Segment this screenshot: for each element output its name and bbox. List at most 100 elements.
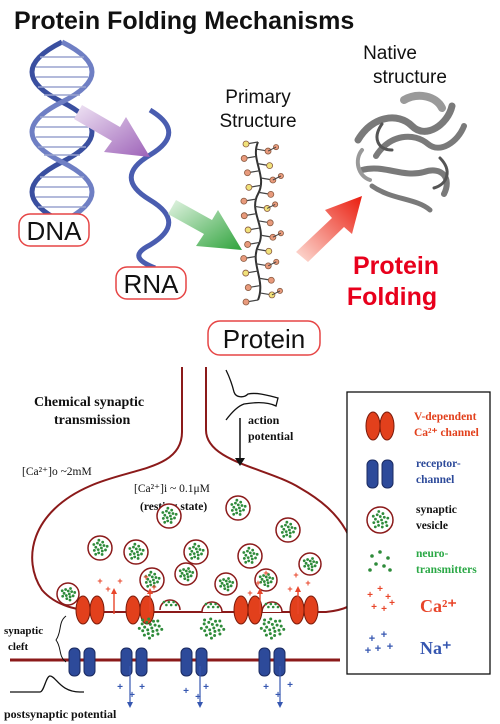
legend-receptor-line2: channel [416, 474, 454, 486]
residue-atom [240, 155, 248, 162]
dna-helix [29, 39, 95, 225]
ion-symbol: + [389, 598, 395, 609]
ion-symbol: + [129, 690, 135, 701]
residue-atom [244, 241, 252, 248]
neurotransmitter [209, 617, 213, 621]
residue-atom [266, 219, 274, 227]
neurotransmitter [272, 626, 276, 630]
neurotransmitter [141, 618, 145, 622]
synaptic-cleft-label-line1: synaptic [4, 625, 43, 637]
legend-ca-ion-icon: ++++++ [367, 584, 395, 615]
residue-atom [244, 284, 252, 291]
synaptic-vesicles [56, 495, 322, 613]
ion-symbol: + [293, 570, 298, 580]
neurotransmitter [273, 629, 277, 633]
neurotransmitter [214, 619, 218, 623]
receptor-channel [68, 647, 96, 677]
neurotransmitter [263, 618, 267, 622]
neurotransmitter [212, 626, 216, 630]
legend-neuro-line1: neuro- [416, 548, 449, 560]
neurotransmitter [202, 622, 206, 626]
dna-label-box [18, 213, 90, 247]
neurotransmitter [215, 623, 219, 627]
ca-intracellular-label: [Ca²⁺]i ~ 0.1μM [134, 483, 210, 495]
neurotransmitter [269, 636, 273, 640]
ion-symbol: + [105, 584, 110, 594]
ion-symbol: + [97, 576, 102, 586]
ion-symbol: + [117, 576, 122, 586]
neurotransmitter [274, 619, 278, 623]
fusing-vesicle [261, 601, 283, 613]
fusing-vesicle [201, 601, 223, 613]
ion-symbol: + [369, 633, 375, 645]
native-structure-label-line1: Native [363, 43, 417, 64]
fusing-vesicle [159, 599, 181, 611]
ion-symbol: + [371, 602, 377, 613]
neurotransmitter [160, 627, 164, 631]
ion-symbol: + [381, 604, 387, 615]
transcription-arrow [74, 105, 150, 157]
ion-symbol: + [247, 588, 252, 598]
synaptic-vesicle [237, 543, 263, 569]
neurotransmitter [156, 632, 160, 636]
residue-atom [244, 226, 252, 234]
ion-symbol: + [183, 686, 189, 697]
ion-symbol: + [203, 682, 209, 693]
protein-label-box [207, 320, 321, 356]
synaptic-vesicle [254, 568, 278, 592]
dna-label: DNA [27, 216, 83, 246]
protein-folding-label-line2: Folding [347, 283, 437, 311]
neurotransmitter [282, 627, 286, 631]
rna-label-box [115, 266, 187, 300]
neurotransmitter [146, 632, 150, 636]
neurotransmitter [208, 632, 212, 636]
synaptic-vesicle [87, 535, 113, 561]
legend-na-label: Na⁺ [420, 638, 452, 658]
ion-symbol: + [305, 578, 310, 588]
neurotransmitter [222, 627, 226, 631]
neurotransmitter [269, 617, 273, 621]
ions: ++++++++++++++++++++ [97, 568, 311, 708]
legend-icons: +++++++++++ [365, 411, 395, 657]
synaptic-vesicle [275, 517, 301, 543]
neurotransmitter [277, 628, 281, 632]
neurotransmitter [147, 617, 151, 621]
action-potential-label-line1: action [248, 413, 280, 427]
ion-symbol: + [195, 692, 201, 703]
neurotransmitter [273, 633, 277, 637]
synaptic-cleft-brace [55, 615, 67, 663]
neurotransmitter [259, 626, 263, 630]
neurotransmitter [153, 623, 157, 627]
neurotransmitter [146, 628, 150, 632]
ion-symbol: + [287, 680, 293, 691]
synaptic-vesicle [123, 539, 149, 565]
ion-symbol: + [385, 592, 391, 603]
neurotransmitter [219, 624, 223, 628]
neurotransmitter [140, 622, 144, 626]
ion-symbol: + [365, 645, 371, 657]
neurotransmitter [268, 632, 272, 636]
ion-symbol: + [377, 584, 383, 595]
ion-symbol: + [143, 572, 148, 582]
legend-vdep-line1: V-dependent [414, 411, 477, 423]
synaptic-vesicle [183, 539, 209, 565]
neurotransmitter [267, 620, 271, 624]
ca-extracellular-label: [Ca²⁺]o ~2mM [22, 466, 92, 478]
neurotransmitter [137, 626, 141, 630]
neurotransmitter [204, 633, 208, 637]
receptor-channel [258, 647, 286, 677]
residue-atom [272, 201, 279, 208]
neurotransmitter [208, 628, 212, 632]
neurotransmitter [218, 632, 222, 636]
residue-atom [242, 269, 250, 277]
ion-symbol: + [255, 578, 260, 588]
postsynaptic-potential-label: postsynaptic potential [4, 707, 117, 721]
receptor-channel [120, 647, 148, 677]
page-title: Protein Folding Mechanisms [14, 7, 354, 35]
ion-symbol: + [263, 568, 268, 578]
residue-atom [267, 276, 275, 284]
ion-symbol: + [139, 682, 145, 693]
action-potential-waveform [225, 369, 279, 421]
ion-symbol: + [287, 584, 292, 594]
neurotransmitter [213, 633, 217, 637]
